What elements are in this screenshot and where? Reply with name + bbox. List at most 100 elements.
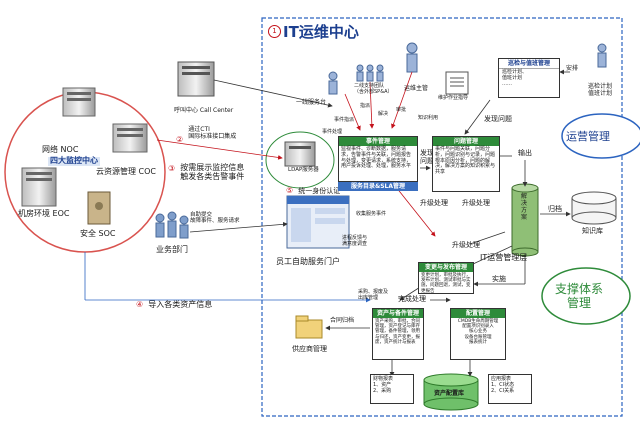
inspection-box[interactable]: 巡检与值班管理 巡检计划、 值班计划 …… — [498, 58, 560, 98]
step4-wrap: ④ 导入各类资产信息 — [136, 292, 212, 311]
asset-report-text: 财物报表 1、资产 2、采购 — [373, 376, 394, 394]
archive-label: 归档 — [548, 205, 562, 213]
ops-mgmt-label: 运营管理 — [566, 130, 610, 143]
knowledge-use-label: 知识利用 — [418, 115, 439, 121]
change-mgmt-body: 变更计划，审批及执行，发布计划、测试审批与实施，问题回退，测试，变更报告 — [421, 273, 471, 294]
room-label: 机房环境 EOC — [18, 209, 70, 218]
asset-mgmt-body: 资产采购，审批，合同管理，资产登记与库存管理，备件管理，领用与归还，资产变更，报… — [375, 319, 420, 345]
portal-screen-icon — [286, 195, 350, 249]
find-issue-label: 发现问题 — [484, 115, 512, 123]
app-report-box[interactable]: 应用报表 1、CI状态 2、CI关系 — [488, 374, 532, 404]
plan-label: 巡检计划 值班计划 — [588, 83, 613, 97]
call-center-server-icon — [177, 61, 215, 97]
app-report-text: 应用报表 1、CI状态 2、CI关系 — [491, 376, 515, 394]
problem-flag: 发现 问题 — [420, 149, 434, 165]
asset-report-box[interactable]: 财物报表 1、资产 2、采购 — [370, 374, 414, 404]
cloud-label: 云资源管理 COC — [96, 167, 157, 176]
step3-num: ③ — [168, 164, 176, 173]
portal-feedback: 进程反馈与 满意度调查 — [342, 235, 368, 247]
first-line-label: 一线服务台 — [296, 99, 327, 106]
instant-handle-label: 事件处理 — [322, 129, 343, 135]
problem-mgmt-box[interactable]: 问题管理 事件与问题关联，问题分析，问题识别与记录，问题根本原因分析，问题的解决… — [432, 136, 500, 192]
second-line-people-icon — [356, 64, 384, 82]
kb-label: 知识库 — [582, 227, 603, 235]
arrange-label: 安排 — [566, 65, 579, 72]
step4-text: 导入各类资产信息 — [148, 300, 213, 309]
room-server-icon — [21, 167, 57, 207]
escalate1-label: 升级处理 — [420, 199, 448, 207]
event-assign-label: 事件指派 — [334, 117, 355, 123]
event-mgmt-title: 事件管理 — [339, 137, 417, 146]
implement-label: 实施 — [492, 275, 506, 283]
asset-mgmt-box[interactable]: 资产与备件管理 资产采购，审批，合同管理，资产登记与库存管理，备件管理，领用与归… — [372, 308, 424, 360]
escalate3-label: 升级处理 — [452, 241, 480, 249]
problem-mgmt-body: 事件与问题关联，问题分析，问题识别与记录，问题根本原因分析，问题的解决，解决方案… — [435, 146, 496, 175]
sla-box[interactable]: 服务目录&SLA管理 — [338, 182, 418, 191]
knowledge-base-icon — [571, 191, 617, 225]
itops-frame — [261, 17, 623, 417]
network-label: 网络 NOC — [42, 145, 79, 154]
support-sys-circle — [541, 267, 631, 325]
solve-label: 解决 — [378, 111, 389, 117]
asset-db-label: 资产配置库 — [434, 390, 465, 397]
layer-label: IT运营管理层 — [480, 253, 528, 262]
supplier-label: 供应商管理 — [292, 345, 327, 353]
change-mgmt-box[interactable]: 变更与发布管理 变更计划，审批及执行，发布计划、测试审批与实施，问题回退，测试，… — [418, 262, 474, 294]
business-label: 业务部门 — [156, 245, 188, 254]
inspection-body: 巡检计划、 值班计划 …… — [502, 69, 528, 87]
solution-label: 解决方案 — [521, 193, 528, 221]
step5-wrap: ⑤ 统一身份认证 — [286, 178, 340, 197]
portal-label: 员工自助服务门户 — [276, 257, 340, 266]
contract-archive-label: 合同归档 — [330, 317, 355, 324]
step5-text: 统一身份认证 — [298, 187, 341, 195]
first-line-people-icon — [328, 71, 338, 95]
business-people-icon — [155, 211, 189, 239]
ldap-label: LDAP服务器 — [288, 167, 319, 173]
config-mgmt-body: CMDB生命周期管理 配置项识别录入 核心业务 设备台账管理 报表统计 — [457, 319, 499, 345]
arrange-person-icon — [597, 43, 607, 68]
ops-mgmt-circle — [561, 113, 640, 159]
supplier-folder-icon — [295, 315, 323, 339]
event-mgmt-body: 监视事件、诊断数据，服务请求，告警事件与关联，问题报告与处理，变更请求，系统支持… — [341, 146, 412, 170]
step3-wrap: ③ 按需展示监控信息 触发各类告警事件 — [168, 163, 245, 183]
step4-num: ④ — [136, 300, 144, 309]
ops-manager-people-icon — [406, 42, 418, 73]
network-server-icon — [62, 87, 96, 117]
callcenter-note: 通过CTI 国际标准接口集成 — [188, 126, 237, 140]
asset-db-icon — [423, 373, 479, 411]
event-mgmt-box[interactable]: 事件管理 监视事件、诊断数据，服务请求，告警事件与关联，问题报告与处理，变更请求… — [338, 136, 418, 182]
change-mgmt-title: 变更与发布管理 — [419, 263, 473, 272]
step5-num: ⑤ — [286, 186, 294, 195]
output-label: 输出 — [518, 149, 532, 157]
complete-label: 完成处理 — [398, 295, 426, 303]
escalate2-label: 升级处理 — [462, 199, 490, 207]
ops-manager-label: 运维主管 — [404, 85, 429, 92]
step3-text: 按需展示监控信息 触发各类告警事件 — [180, 163, 245, 181]
maintain-label: 维护作业指导 — [438, 95, 469, 101]
itops-title: IT运维中心 — [283, 23, 359, 41]
security-safe-icon — [87, 191, 111, 225]
asset-mgmt-title: 资产与备件管理 — [373, 309, 423, 318]
step2-num: ② — [176, 135, 184, 144]
assign-label: 指派 — [360, 103, 371, 109]
support-sys-label: 支撑体系 管理 — [555, 282, 604, 310]
business-submit: 自助提交 故障事件、服务请求 — [190, 212, 240, 225]
problem-mgmt-title: 问题管理 — [433, 137, 499, 146]
step1-num: 1 — [268, 25, 281, 38]
monitor-center-label: 四大监控中心 — [48, 156, 100, 166]
cloud-server-icon — [112, 123, 148, 153]
doc-icon — [445, 71, 469, 95]
approve-label: 审批 — [396, 107, 407, 113]
portal-collect: 收集服务事件 — [356, 211, 387, 217]
config-mgmt-box[interactable]: 配置管理 CMDB生命周期管理 配置项识别录入 核心业务 设备台账管理 报表统计 — [450, 308, 506, 360]
security-label: 安全 SOC — [80, 229, 116, 238]
ldap-server-icon — [265, 131, 335, 189]
inspection-title: 巡检与值班管理 — [499, 59, 559, 69]
purchase-label: 采购、报废及 出库管理 — [358, 289, 389, 301]
config-mgmt-title: 配置管理 — [451, 309, 505, 318]
callcenter-label: 呼叫中心 Call Center — [174, 107, 234, 114]
solution-cylinder-icon — [511, 183, 539, 257]
second-line-label: 二线支持团队 （含外部SP&A） — [354, 83, 393, 95]
